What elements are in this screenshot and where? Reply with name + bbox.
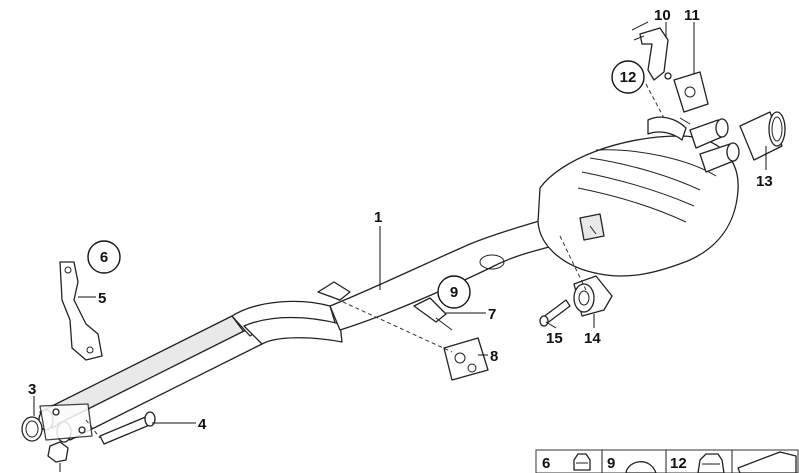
tailpipes[interactable] [689, 118, 740, 173]
callout-13: 13 [756, 173, 773, 190]
gasket-ring[interactable] [21, 416, 43, 442]
nut[interactable] [47, 441, 69, 463]
legend-cell-12: 12 [670, 453, 725, 473]
callout-labels: 1 3 4 5 7 8 10 11 13 14 15 [28, 7, 773, 433]
legend-strip: 6 9 12 [535, 449, 799, 473]
callout-11: 11 [684, 7, 700, 24]
front-pipe-assembly[interactable] [38, 300, 343, 443]
legend-label-12: 12 [670, 455, 687, 472]
leader-lines [33, 22, 767, 472]
callout-6: 6 [100, 249, 108, 266]
legend-label-6: 6 [542, 455, 550, 472]
bracket-5[interactable] [59, 261, 103, 361]
circled-callout-6: 6 [87, 240, 121, 274]
callout-14: 14 [584, 330, 601, 347]
rubber-mount-upper[interactable] [673, 71, 709, 125]
legend-cell-arrow [737, 451, 797, 473]
bracket-7[interactable] [413, 297, 453, 331]
rubber-mount[interactable] [443, 337, 489, 381]
callout-9: 9 [450, 284, 458, 301]
rear-bracket[interactable] [631, 21, 672, 81]
arrow-icon [737, 451, 797, 473]
assembly-lines [85, 83, 665, 439]
callout-12: 12 [620, 69, 637, 86]
legend-cell-6: 6 [542, 453, 591, 472]
callout-8: 8 [490, 348, 498, 365]
rear-muffler[interactable] [537, 135, 739, 277]
legend-icon-nut [573, 453, 591, 471]
screw[interactable] [539, 299, 571, 327]
callout-3: 3 [28, 381, 36, 398]
callout-7: 7 [488, 306, 496, 323]
legend-label-9: 9 [607, 455, 615, 472]
callout-1: 1 [374, 209, 382, 226]
callout-5: 5 [98, 290, 106, 307]
circled-callout-9: 9 [437, 275, 471, 309]
callout-10: 10 [654, 7, 671, 24]
clamp[interactable] [647, 116, 687, 141]
rubber-bush[interactable] [573, 275, 613, 317]
tail-trim[interactable] [739, 111, 786, 161]
callout-15: 15 [546, 330, 563, 347]
callout-4: 4 [198, 416, 207, 433]
circled-callout-12: 12 [611, 60, 645, 94]
